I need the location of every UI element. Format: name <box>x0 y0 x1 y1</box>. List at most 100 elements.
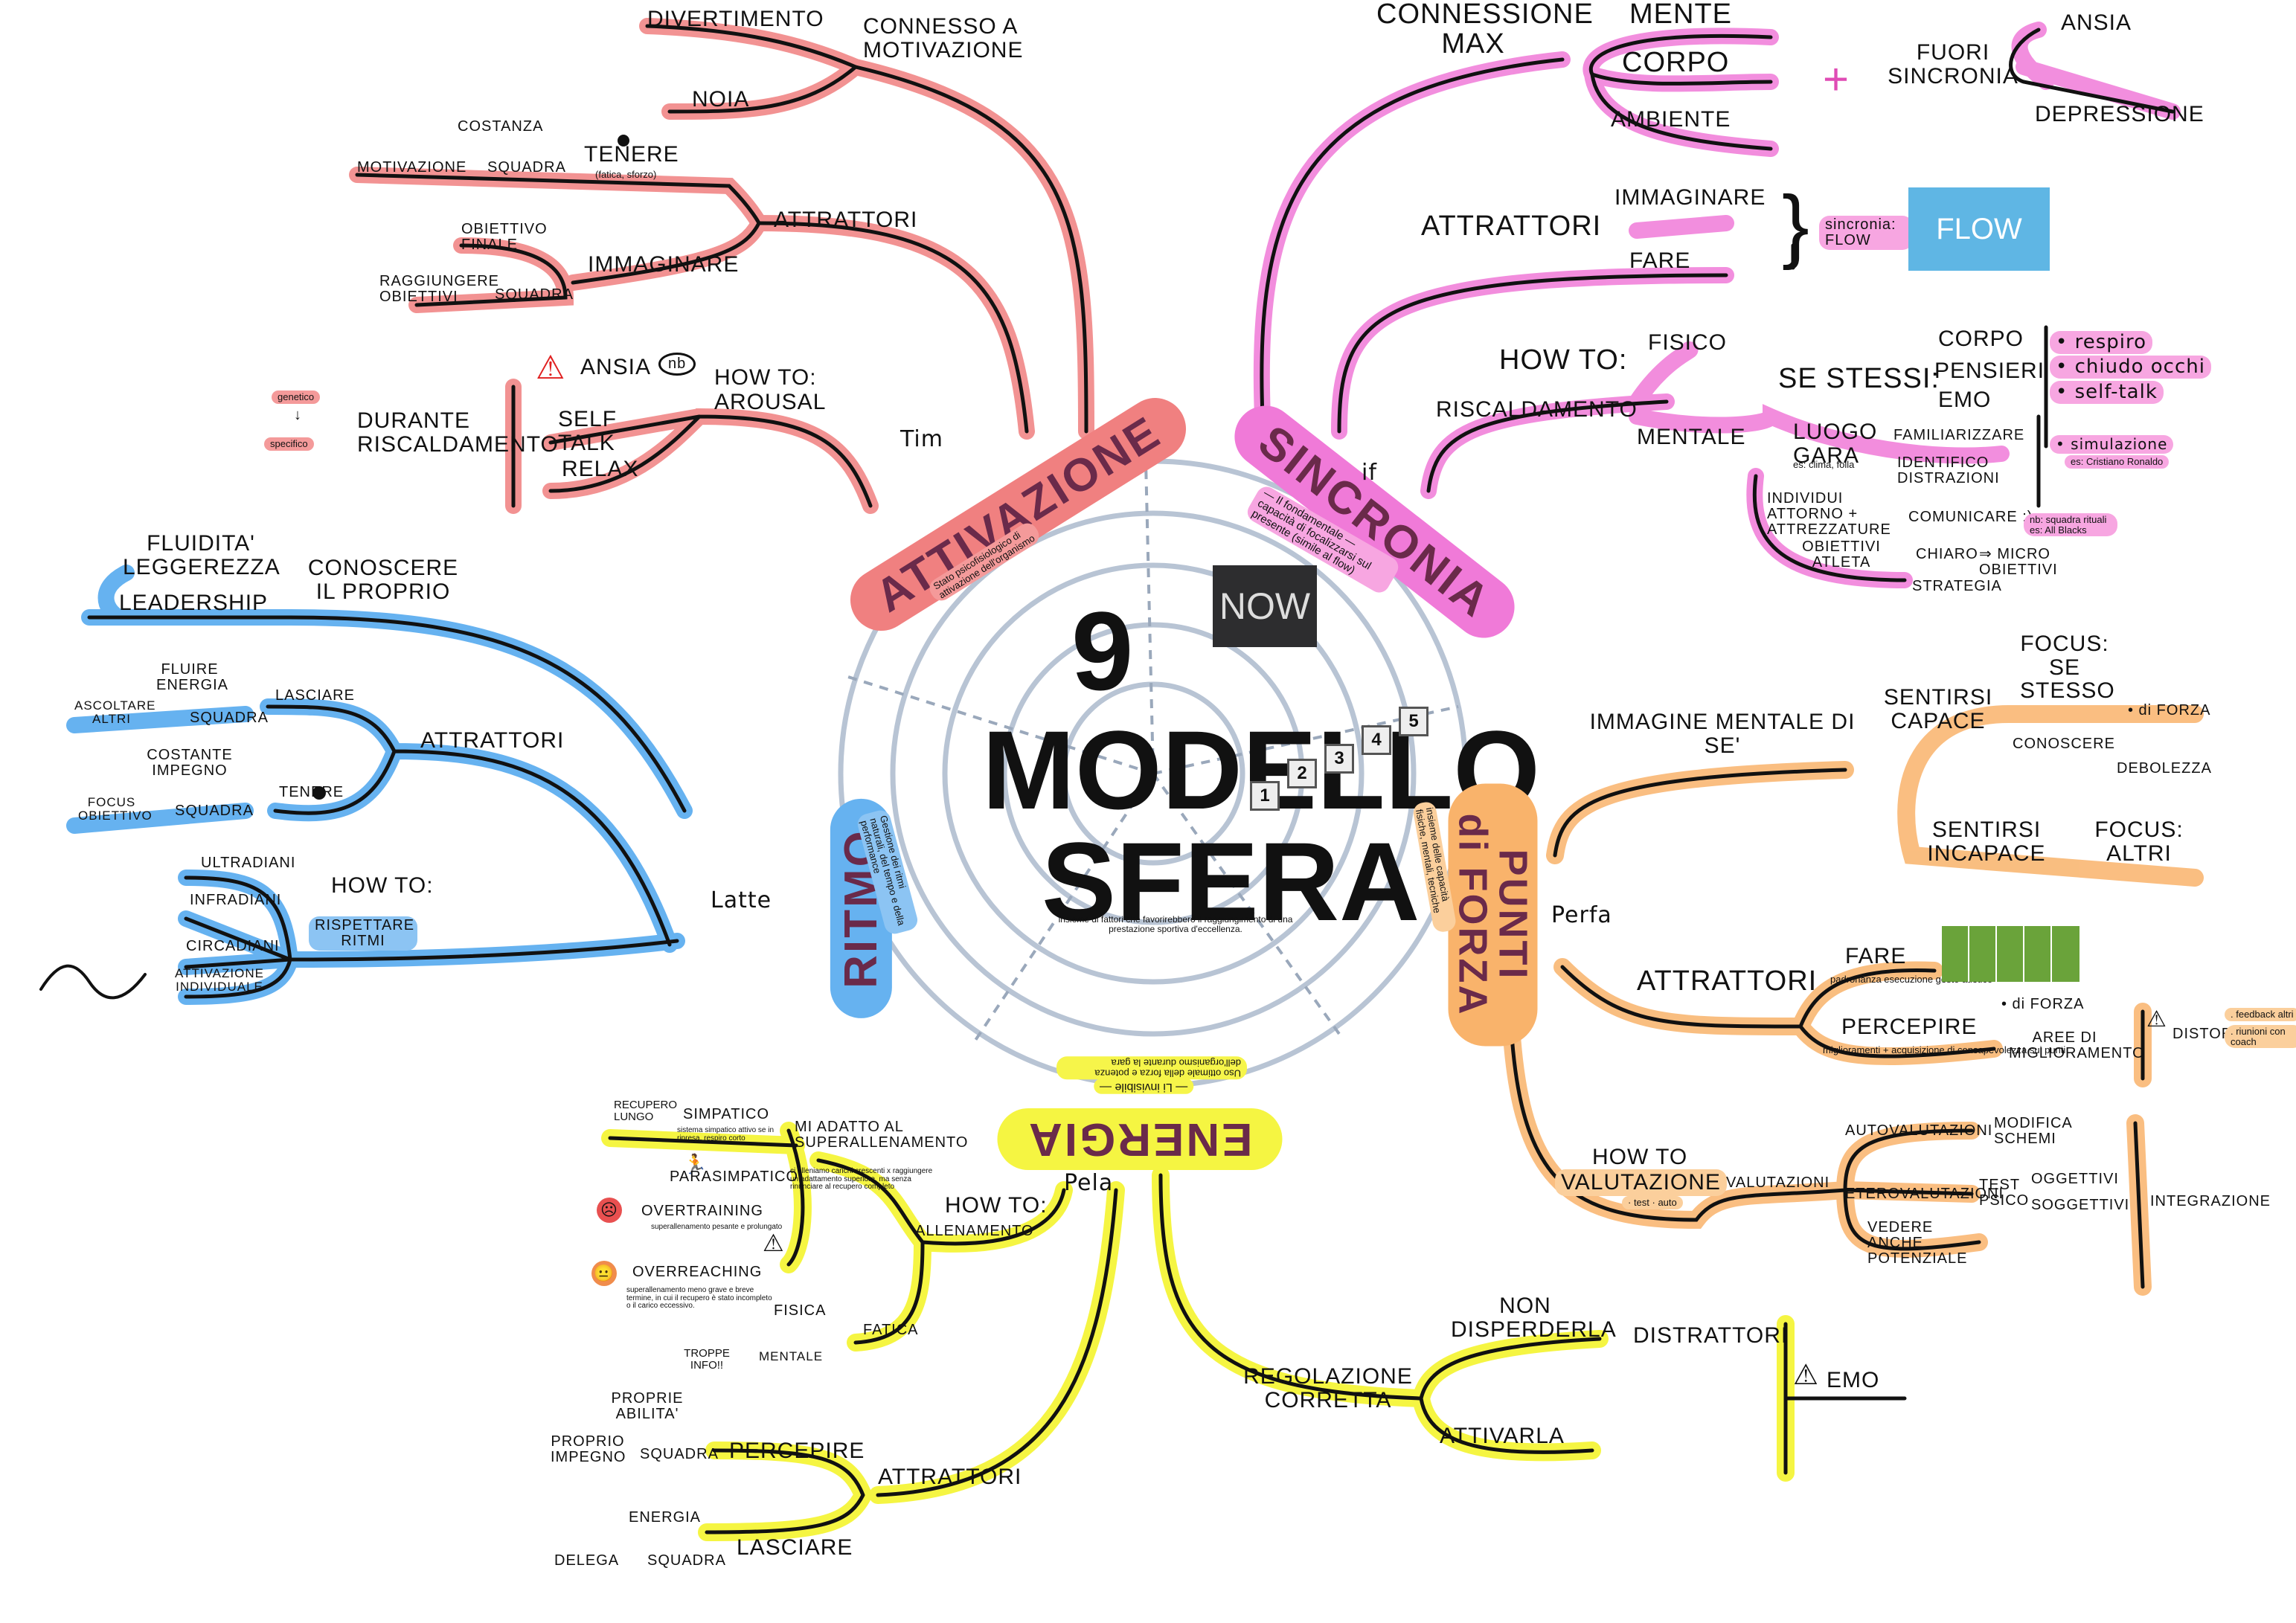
node-corpo: CORPO <box>1622 47 1730 78</box>
scale-number: 4 <box>1362 725 1391 755</box>
node-regolazione-corretta: REGOLAZIONE CORRETTA <box>1243 1364 1413 1413</box>
node-energia: ENERGIA <box>629 1509 702 1526</box>
node-durante-riscaldamento: DURANTE RISCALDAMENTO <box>357 408 559 457</box>
node-attrattori: ATTRATTORI <box>774 208 918 232</box>
node-simpatico: SIMPATICO <box>683 1106 770 1122</box>
node-sentirsi-capace: SENTIRSI CAPACE <box>1883 685 1993 733</box>
annotation-tim: Tim <box>900 426 943 452</box>
node-feedback-altri: . feedback altri <box>2225 1008 2296 1021</box>
node-vedere-potenziale: VEDERE anche POTENZIALE <box>1867 1219 1968 1267</box>
node-costanza: COSTANZA <box>458 118 544 135</box>
node-emo: EMO <box>1827 1368 1880 1392</box>
node-sincronia-flow: sincronia: FLOW <box>1819 216 1913 250</box>
node-how-to: HOW TO: <box>714 365 817 390</box>
center-number: 9 <box>1071 588 1134 713</box>
annotation-if: if <box>1362 460 1377 486</box>
node-circadiani: CIRCADIANI <box>186 938 280 954</box>
energia-branches <box>601 1122 1907 1541</box>
scale-number: 5 <box>1399 707 1428 736</box>
node-self-talk: SELF TALK <box>558 407 618 455</box>
node-parasimpatico: PARASIMPATICO <box>670 1169 799 1185</box>
node-focus-obiettivo: FOCUS OBIETTIVO <box>78 795 153 823</box>
warning-icon: ⚠ <box>2146 1007 2167 1032</box>
node-ascoltare-altri: ASCOLTARE ALTRI <box>74 698 156 726</box>
node-percepire: PERCEPIRE <box>729 1439 865 1463</box>
golf-swing-image <box>1942 926 2079 982</box>
node-squadra: SQUADRA <box>175 803 254 819</box>
warning-icon: ⚠ <box>763 1230 785 1256</box>
node-modifica-schemi: MODIFICA SCHEMI <box>1994 1115 2072 1147</box>
ritmo-branches <box>39 565 693 1005</box>
sad-face-icon: ☹ <box>597 1198 622 1223</box>
node-squadra: SQUADRA <box>647 1552 726 1569</box>
now-image: NOW <box>1213 565 1317 647</box>
energia-note: Uso ottimale della forza e potenza dell'… <box>1056 1056 1247 1080</box>
node-attivarla: ATTIVARLA <box>1440 1424 1565 1448</box>
node-non-disperderla: NON DISPERDERLA <box>1451 1293 1617 1342</box>
node-connesso-motivazione: CONNESSO a MOTIVAZIONE <box>863 14 1024 62</box>
arrow-down-icon: ↓ <box>294 407 302 423</box>
node-simpatico-note: sistema simpatico attivo se in ripresa, … <box>677 1126 775 1142</box>
node-proprio-impegno: PROPRIO IMPEGNO <box>551 1433 626 1465</box>
node-riunioni-coach: . riunioni con coach <box>2225 1025 2296 1049</box>
sincronia-branches <box>1253 22 2181 588</box>
node-delega: DELEGA <box>554 1552 620 1569</box>
node-raggiungere-obiettivi: RAGGIUNGERE OBIETTIVI <box>379 273 500 305</box>
node-fisica: FISICA <box>774 1302 827 1319</box>
node-chiaro: CHIARO <box>1916 546 1978 562</box>
plus-icon: + <box>1823 54 1850 104</box>
energia-note2: — Li invisibile — <box>1094 1079 1194 1094</box>
warning-icon: ⚠ <box>536 350 566 386</box>
node-di-forza: • di FORZA <box>2001 996 2085 1012</box>
node-mi-adatto-note: ci alleniamo carichi crescenti x raggiun… <box>790 1167 933 1191</box>
node-simulazione: • simulazione <box>2050 435 2174 454</box>
node-troppe-info: TROPPE INFO!! <box>684 1347 730 1372</box>
node-obiettivo-finale: OBIETTIVO FINALE <box>461 221 548 253</box>
node-micro-obiettivi: ⇒ MICRO OBIETTIVI <box>1979 546 2058 578</box>
wave-icon <box>39 964 147 1000</box>
dot-icon <box>618 128 629 152</box>
node-aree-miglioramento: AREE di MIGLIORAMENTO <box>2009 1029 2145 1061</box>
node-riscaldamento: RISCALDAMENTO <box>1436 397 1638 422</box>
node-attrattori: ATTRATTORI <box>878 1465 1022 1489</box>
node-percepire-note: miglioramenti + acquisizione di consapev… <box>1823 1044 2066 1055</box>
node-mentale: MENTALE <box>759 1349 824 1363</box>
node-fisico: FISICO <box>1648 330 1728 355</box>
node-how-to: HOW TO <box>1592 1145 1688 1169</box>
node-lasciare: LASCIARE <box>737 1535 853 1560</box>
node-genetico: genetico <box>272 391 321 404</box>
annotation-latte: Latte <box>711 887 772 913</box>
neutral-face-icon: 😐 <box>591 1261 617 1286</box>
node-depressione: DEPRESSIONE <box>2035 102 2204 126</box>
node-leadership: LEADERSHIP <box>119 591 269 615</box>
node-squadra: SQUADRA <box>487 159 566 176</box>
node-conoscere-proprio: CONOSCERE il PROPRIO <box>307 556 459 604</box>
node-test-auto: · test · auto <box>1622 1196 1683 1209</box>
node-ultradiani: ULTRADIANI <box>201 855 296 871</box>
node-pensieri: PENSIERI <box>1934 359 2045 383</box>
node-oggettivi: OGGETTIVI <box>2031 1171 2119 1187</box>
running-icon: 🏃 <box>683 1153 708 1175</box>
center-subtitle: insieme di fattori che favorirebbero il … <box>1058 914 1293 934</box>
node-simulazione-note: es: Cristiano Ronaldo <box>2065 455 2170 469</box>
node-attrattori: ATTRATTORI <box>1421 210 1602 242</box>
node-ambiente: AMBIENTE <box>1611 107 1731 132</box>
node-fare: FARE <box>1845 944 1907 968</box>
node-focus-altri: FOCUS: ALTRI <box>2094 817 2184 866</box>
node-specifico: specifico <box>264 437 314 451</box>
node-immaginare: IMMAGINARE <box>1614 185 1766 210</box>
node-strategia: STRATEGIA <box>1912 578 2002 594</box>
node-valutazione: VALUTAZIONE <box>1555 1169 1727 1196</box>
node-overreaching-note: superallenamento meno grave e breve term… <box>626 1286 772 1310</box>
brace-icon: } <box>1782 179 1810 271</box>
scale-number: 2 <box>1287 759 1317 788</box>
target-spokes <box>847 460 1459 1043</box>
node-focus-se-stesso: FOCUS: SE STESSO <box>2020 631 2115 703</box>
node-rituali: nb: squadra rituali es: All Blacks <box>2024 513 2117 537</box>
node-allenamento: ALLENAMENTO <box>915 1223 1034 1239</box>
node-respiro: • respiro <box>2050 331 2153 355</box>
node-percepire: PERCEPIRE <box>1841 1015 1978 1039</box>
node-luogo-gara: LUOGO GARA <box>1793 420 1878 468</box>
node-how-to: HOW TO: <box>1499 344 1628 376</box>
node-autovalutazioni: AUTOVALUTAZIONI <box>1845 1122 1993 1139</box>
